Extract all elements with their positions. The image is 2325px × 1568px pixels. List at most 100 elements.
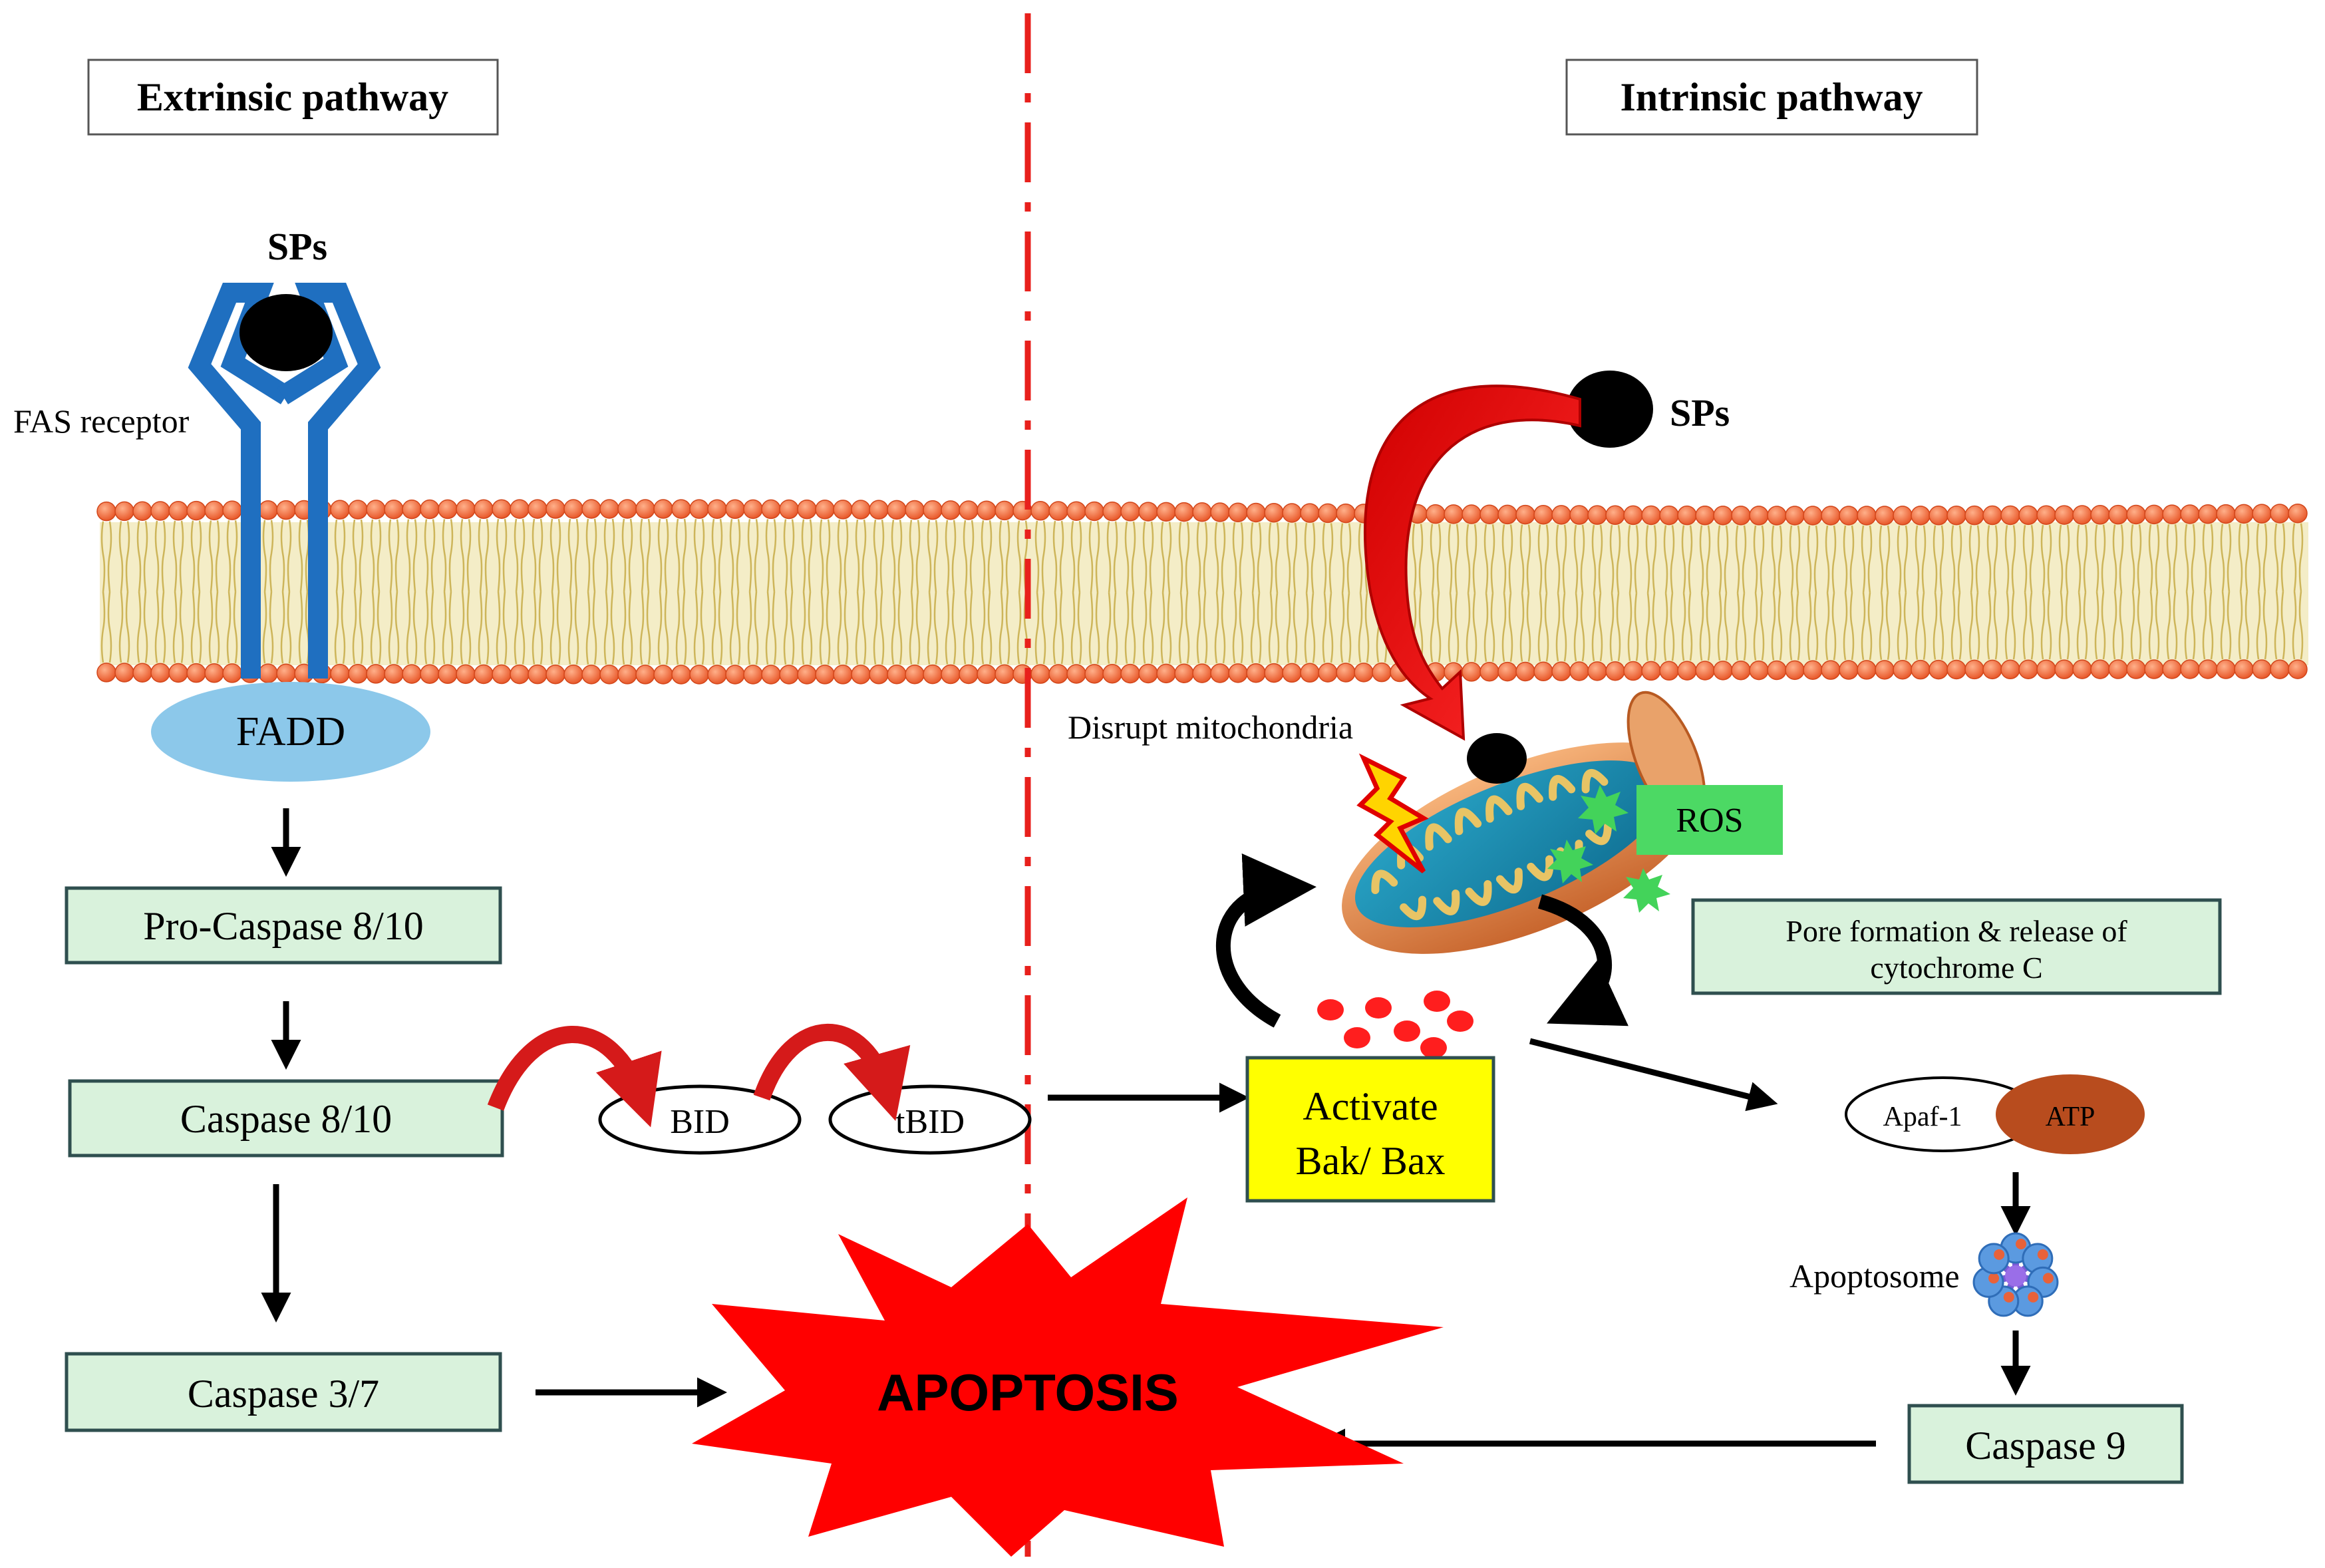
lipid-tail [1753, 525, 1765, 661]
lipid-head [635, 499, 655, 519]
apoptosome-dot [2028, 1291, 2039, 1303]
lipid-head [1156, 502, 1176, 522]
lipid-tail [801, 519, 813, 665]
lipid-head [1749, 660, 1769, 681]
apoptosome-dot [1994, 1249, 2005, 1260]
lipid-tail [352, 519, 364, 664]
lipid-head [2234, 504, 2254, 524]
lipid-tail [1609, 525, 1621, 661]
lipid-tail [711, 518, 723, 665]
lipid-head [1318, 663, 1338, 683]
lipid-head [1426, 504, 1446, 524]
lipid-head [815, 665, 835, 685]
lipid-head [2162, 504, 2182, 524]
lipid-head [1731, 660, 1751, 681]
lipid-head [2054, 505, 2074, 525]
lipid-head [2126, 659, 2146, 679]
ros-star-icon [1547, 785, 1670, 913]
lipid-head [1551, 505, 1571, 525]
lipid-tail [1843, 525, 1855, 661]
lipid-head [1318, 503, 1338, 524]
lipid-head [707, 499, 727, 519]
lipid-tail [1555, 524, 1567, 662]
lipid-head [492, 664, 512, 685]
lipid-head [1030, 664, 1050, 684]
lipid-head [2216, 659, 2236, 679]
lipid-head [1641, 505, 1661, 526]
lipid-head [456, 499, 476, 520]
lipid-tail [1268, 522, 1280, 663]
lipid-tail [1034, 520, 1046, 665]
lipid-heads-top [96, 499, 2308, 526]
lipid-head [528, 664, 547, 685]
caspase-9-label: Caspase 9 [1965, 1424, 2126, 1468]
lipid-tail [675, 518, 687, 665]
lipid-head [1929, 659, 1948, 680]
lipid-tail [567, 518, 579, 665]
lipid-head [330, 500, 350, 520]
lipid-head [222, 663, 242, 683]
intrinsic-sps-label: SPs [1670, 391, 1730, 434]
lipid-head [1785, 660, 1805, 681]
lipid-head [1246, 502, 1266, 523]
lipid-tail [1322, 523, 1334, 663]
lipid-tail [1106, 521, 1118, 664]
lipid-tail [1448, 524, 1460, 663]
lipid-head [1767, 506, 1787, 526]
receptor-icon [188, 283, 381, 679]
caspase-8-10-box: Caspase 8/10 [68, 1079, 504, 1158]
lipid-head [258, 663, 278, 683]
lipid-tail [747, 519, 759, 665]
lipid-head [348, 664, 368, 684]
extrinsic-sps-label: SPs [267, 225, 327, 268]
loop-arrow-right [1537, 894, 1629, 1026]
lipid-head [1929, 506, 1948, 526]
lipid-head [2252, 659, 2272, 679]
lipid-tail [2292, 523, 2304, 660]
lipid-tail [154, 520, 166, 663]
lipid-head [1821, 506, 1841, 526]
lipid-tail [1142, 521, 1154, 664]
lipid-tail [855, 519, 867, 665]
lipid-tail [1304, 522, 1316, 663]
lipid-head [887, 500, 907, 520]
ros-label: ROS [1676, 802, 1743, 840]
lipid-tail [1250, 522, 1262, 663]
lipid-tail [514, 518, 526, 665]
procaspase-box: Pro-Caspase 8/10 [65, 886, 502, 965]
lipid-head [1587, 505, 1607, 525]
caspase-3-7-box: Caspase 3/7 [65, 1352, 502, 1432]
lipid-head [420, 499, 440, 520]
lipid-head [2018, 659, 2038, 679]
lipid-tail [2166, 524, 2178, 660]
lipid-head [1102, 663, 1122, 684]
atp-ellipse [1996, 1074, 2145, 1154]
lipid-head [1677, 661, 1697, 681]
lipid-head [1462, 662, 1481, 682]
lipid-tail [657, 518, 669, 665]
lipid-head [132, 663, 152, 683]
lipid-head [563, 665, 583, 685]
disrupt-mitochondria-label: Disrupt mitochondria [1068, 708, 1353, 746]
lipid-head [1569, 505, 1589, 525]
apoptosome-hub [2005, 1265, 2026, 1287]
apoptosis-label: APOPTOSIS [877, 1363, 1179, 1422]
extrinsic-heading: Extrinsic pathway [87, 59, 499, 136]
lipid-head [96, 501, 116, 522]
lipid-head [1623, 505, 1643, 526]
lipid-tail [873, 519, 885, 665]
lipid-tail [1537, 524, 1549, 662]
lipid-head [1875, 506, 1895, 526]
apoptosome-icon [1972, 1232, 2059, 1317]
lipid-head [1066, 501, 1086, 521]
lipid-head [635, 665, 655, 685]
lipid-head [1497, 661, 1517, 682]
lipid-tail [532, 518, 543, 665]
lipid-tail [136, 521, 148, 663]
lipid-head [384, 664, 404, 684]
lipid-heads-bottom [96, 659, 2308, 685]
lipid-tail [585, 518, 597, 665]
lipid-tail [1807, 525, 1819, 661]
lipid-head [2036, 659, 2056, 679]
lipid-tail [1088, 521, 1100, 665]
